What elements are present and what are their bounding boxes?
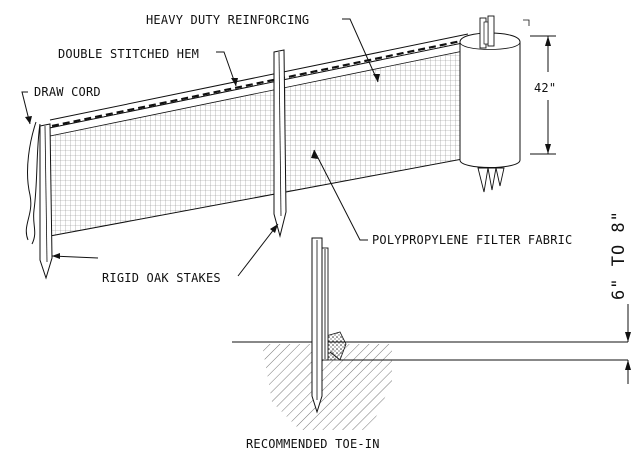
toe-in-dimension [625, 304, 631, 384]
label-draw-cord: DRAW CORD [34, 85, 101, 99]
middle-oak-stake [273, 49, 287, 238]
label-filter-fabric: POLYPROPYLENE FILTER FABRIC [372, 233, 572, 247]
draw-cord [25, 121, 41, 245]
toe-in-section [232, 237, 628, 430]
label-double-stitched-hem: DOUBLE STITCHED HEM [58, 47, 199, 61]
height-dimension [530, 35, 556, 155]
filter-fabric-panel [49, 41, 469, 237]
label-height: 42" [534, 81, 556, 95]
left-oak-stake [39, 123, 53, 280]
label-toe-in-depth: 6" TO 8" [609, 210, 629, 300]
leader-lines [21, 18, 380, 277]
label-recommended-toe-in: RECOMMENDED TOE-IN [246, 437, 380, 451]
label-oak-stakes: RIGID OAK STAKES [102, 271, 221, 285]
fabric-roll [459, 15, 530, 193]
stitched-hem [51, 38, 467, 128]
label-heavy-duty-reinforcing: HEAVY DUTY REINFORCING [146, 13, 309, 27]
